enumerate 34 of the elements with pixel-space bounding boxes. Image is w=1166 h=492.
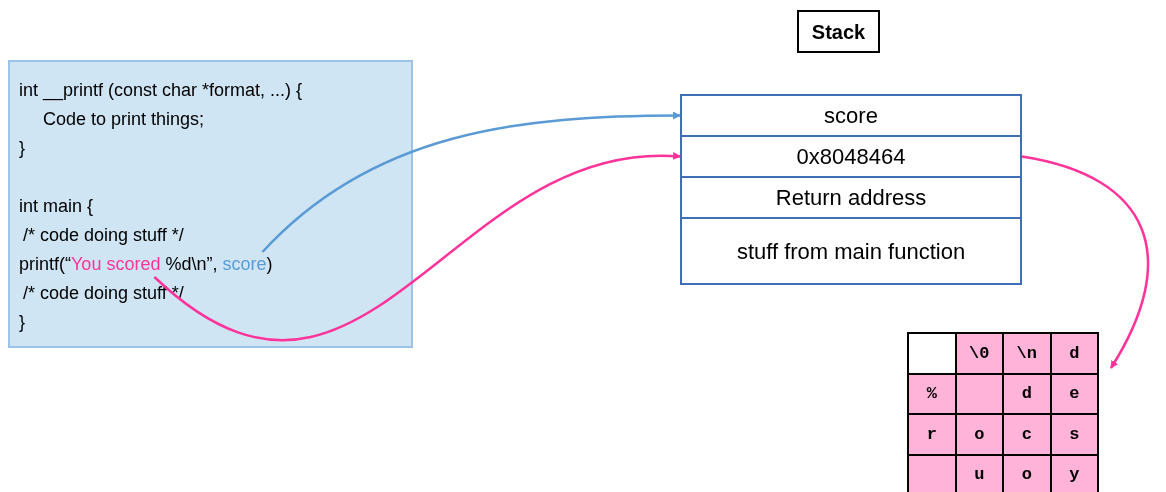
memory-cell: r	[909, 415, 955, 454]
code-text: )	[266, 253, 273, 276]
stack-frame-row: score	[680, 94, 1022, 137]
string-literal: You scored	[71, 250, 161, 279]
code-text: printf(“	[19, 253, 71, 276]
memory-cell: e	[1051, 374, 1097, 413]
memory-cell: \0	[956, 334, 1002, 373]
code-text: %d\n”,	[165, 253, 218, 276]
memory-cell: u	[956, 455, 1002, 492]
memory-cell: y	[1051, 455, 1097, 492]
code-panel	[8, 60, 413, 348]
memory-cell: c	[1004, 415, 1050, 454]
memory-cell: d	[1051, 334, 1097, 373]
code-line: }	[19, 311, 26, 334]
variable-name: score	[222, 250, 267, 279]
memory-cell: o	[1004, 455, 1050, 492]
stack-frame-row: Return address	[680, 176, 1022, 219]
memory-cell: o	[956, 415, 1002, 454]
memory-cell: %	[909, 374, 955, 413]
memory-cell: s	[1051, 415, 1097, 454]
memory-cell: \n	[1004, 334, 1050, 373]
curved-arrow	[1021, 155, 1150, 369]
memory-grid	[907, 332, 1099, 492]
stack-frame-row: stuff from main function	[680, 217, 1022, 285]
curved-arrow	[153, 152, 681, 341]
code-line: /* code doing stuff */	[22, 224, 185, 247]
code-line: int main {	[19, 195, 95, 218]
curved-arrow	[261, 111, 681, 253]
code-line: Code to print things;	[42, 108, 206, 131]
stack-title-box: Stack	[797, 10, 880, 53]
memory-cell: d	[1004, 374, 1050, 413]
stack-frame-row: 0x8048464	[680, 135, 1022, 178]
code-line: int __printf (const char *format, ...) {	[19, 79, 304, 103]
code-line: }	[19, 137, 26, 160]
